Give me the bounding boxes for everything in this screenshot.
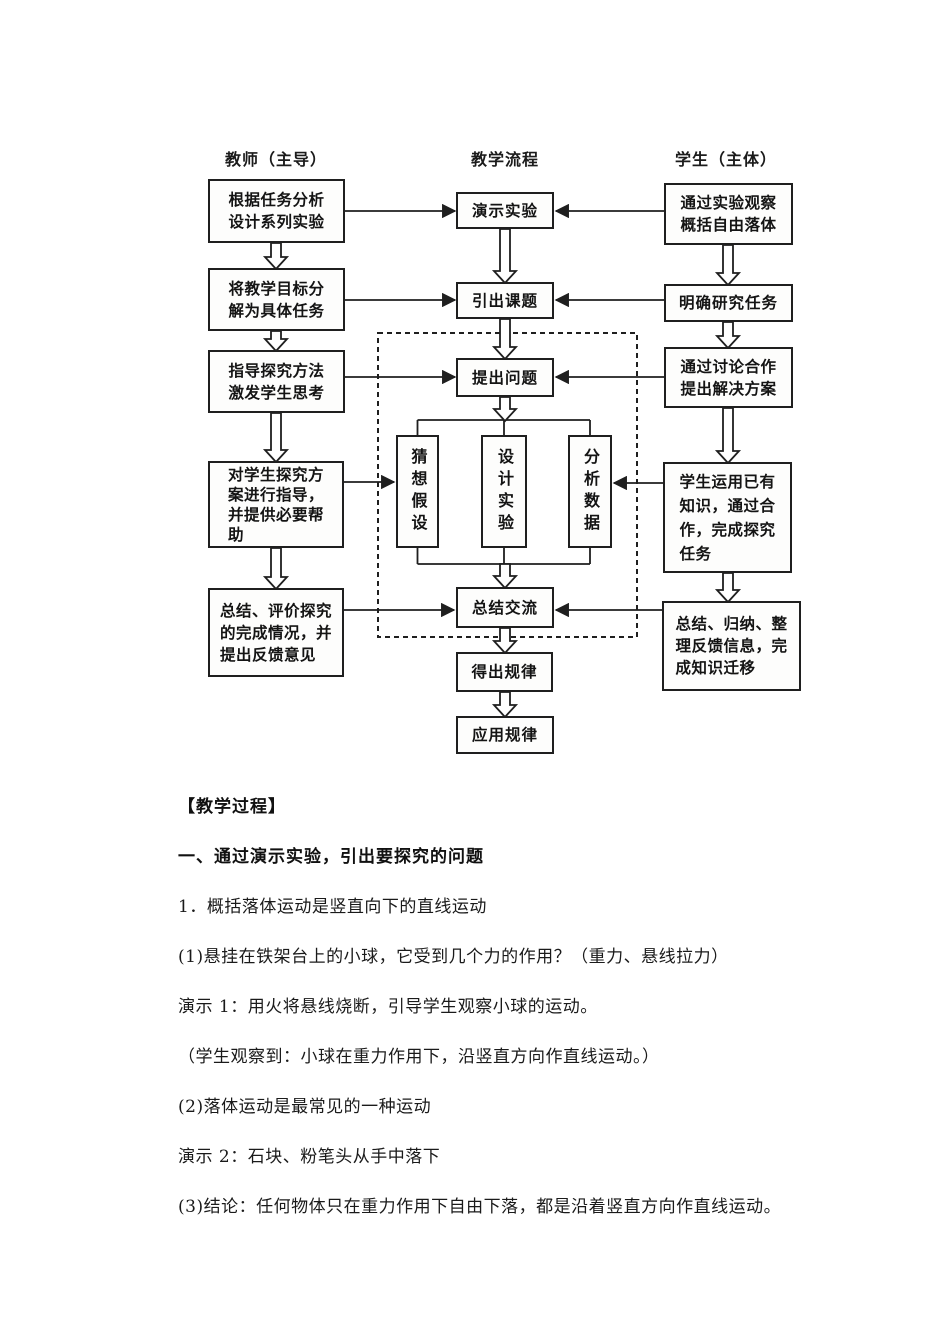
document-body: 【教学过程】 一、通过演示实验，引出要探究的问题 1．概括落体运动是竖直向下的直… xyxy=(178,799,898,1249)
process-box-derive-law: 得出规律 xyxy=(456,652,553,692)
teaching-flowchart-diagram: 教师（主导） 教学流程 学生（主体） 根据任务分析 设计系列实验 将教学目标分 … xyxy=(208,150,801,754)
hollow-arrows xyxy=(262,228,742,719)
student-box-summarize-transfer: 总结、归纳、整 理反馈信息，完 成知识迁移 xyxy=(662,601,801,691)
student-box-discuss-solutions: 通过讨论合作 提出解决方案 xyxy=(664,347,793,408)
para-student-observation: （学生观察到：小球在重力作用下，沿竖直方向作直线运动。） xyxy=(178,1047,660,1067)
process-box-apply-law: 应用规律 xyxy=(456,716,554,754)
teacher-box-guide-methods: 指导探究方法 激发学生思考 xyxy=(208,350,345,413)
para-demo-1: 演示 1：用火将悬线烧断，引导学生观察小球的运动。 xyxy=(178,997,598,1017)
teacher-box-evaluate-feedback: 总结、评价探究 的完成情况，并 提出反馈意见 xyxy=(208,588,344,677)
para-falling-motion-summary: 1．概括落体运动是竖直向下的直线运动 xyxy=(178,897,487,917)
process-box-introduce-topic: 引出课题 xyxy=(456,282,554,319)
inquiry-box-analyze-data: 分析数据 xyxy=(568,435,612,548)
teacher-box-decompose-goals: 将教学目标分 解为具体任务 xyxy=(208,268,345,331)
process-box-demo-experiment: 演示实验 xyxy=(456,192,554,229)
teacher-box-analyze-tasks: 根据任务分析 设计系列实验 xyxy=(208,179,345,243)
para-conclusion: (3)结论：任何物体只在重力作用下自由下落，都是沿着竖直方向作直线运动。 xyxy=(178,1197,782,1217)
flowchart-connectors xyxy=(262,203,742,719)
horizontal-arrows xyxy=(344,203,664,618)
process-box-raise-question: 提出问题 xyxy=(456,358,554,397)
section-heading-demo-experiment: 一、通过演示实验，引出要探究的问题 xyxy=(178,847,484,867)
column-header-student: 学生（主体） xyxy=(674,150,778,169)
column-header-process: 教学流程 xyxy=(470,150,540,169)
teacher-box-guide-plans: 对学生探究方 案进行指导， 并提供必要帮 助 xyxy=(208,461,344,548)
para-falling-motion-common: (2)落体运动是最常见的一种运动 xyxy=(178,1097,432,1117)
inquiry-box-conjecture-hypothesis: 猜想假设 xyxy=(396,435,439,548)
student-box-clarify-task: 明确研究任务 xyxy=(664,284,793,322)
para-question-forces-on-ball: (1)悬挂在铁架台上的小球，它受到几个力的作用？（重力、悬线拉力） xyxy=(178,947,729,967)
column-header-teacher: 教师（主导） xyxy=(224,150,328,169)
heading-teaching-process: 【教学过程】 xyxy=(178,797,286,817)
student-box-observe-experiment: 通过实验观察 概括自由落体 xyxy=(664,183,793,245)
student-box-complete-inquiry: 学生运用已有 知识，通过合 作，完成探究 任务 xyxy=(663,462,792,573)
inquiry-box-design-experiment: 设计实验 xyxy=(481,435,527,548)
para-demo-2: 演示 2：石块、粉笔头从手中落下 xyxy=(178,1147,441,1167)
process-box-summarize-exchange: 总结交流 xyxy=(456,587,554,628)
